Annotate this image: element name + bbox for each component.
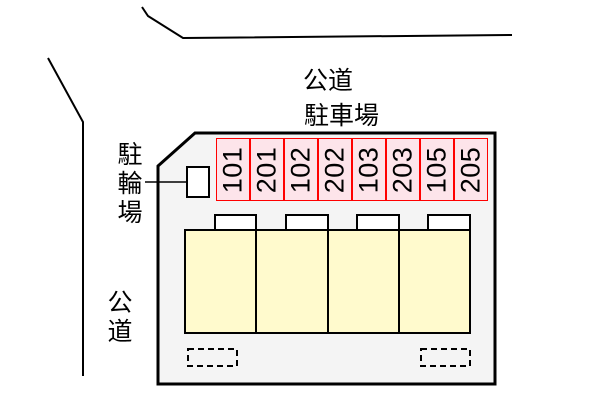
parking-stall: 202 xyxy=(318,138,352,201)
porch-3 xyxy=(356,214,400,231)
stall-number: 101 xyxy=(217,146,248,193)
stall-number: 202 xyxy=(319,146,350,193)
bicycle-parking-label: 駐輪場 xyxy=(117,140,143,227)
left-road-edge xyxy=(47,57,84,376)
stall-number: 102 xyxy=(285,146,316,193)
building-unit-3 xyxy=(327,229,400,334)
top-road-label: 公道 xyxy=(303,66,354,95)
parking-stall: 201 xyxy=(250,138,284,201)
parking-stall: 101 xyxy=(216,138,250,201)
building-unit-1 xyxy=(184,229,257,334)
top-road-edge xyxy=(141,6,513,40)
stall-number: 105 xyxy=(421,146,452,193)
building-unit-4 xyxy=(398,229,471,334)
parking-stall: 205 xyxy=(454,138,488,201)
parking-lot-label: 駐車場 xyxy=(304,101,380,130)
stall-number: 103 xyxy=(353,146,384,193)
stall-number: 205 xyxy=(455,146,486,193)
left-road-label: 公道 xyxy=(107,288,133,346)
parking-stall: 102 xyxy=(284,138,318,201)
building-unit-2 xyxy=(255,229,329,334)
dashed-box-right xyxy=(420,348,471,367)
parking-stall: 203 xyxy=(386,138,420,201)
parking-stall: 105 xyxy=(420,138,454,201)
porch-4 xyxy=(427,214,471,231)
dashed-box-left xyxy=(187,348,238,367)
stall-number: 203 xyxy=(387,146,418,193)
stall-number: 201 xyxy=(251,146,282,193)
porch-2 xyxy=(285,214,329,231)
parking-stall: 103 xyxy=(352,138,386,201)
porch-1 xyxy=(214,214,257,231)
bicycle-parking-box xyxy=(186,166,210,198)
